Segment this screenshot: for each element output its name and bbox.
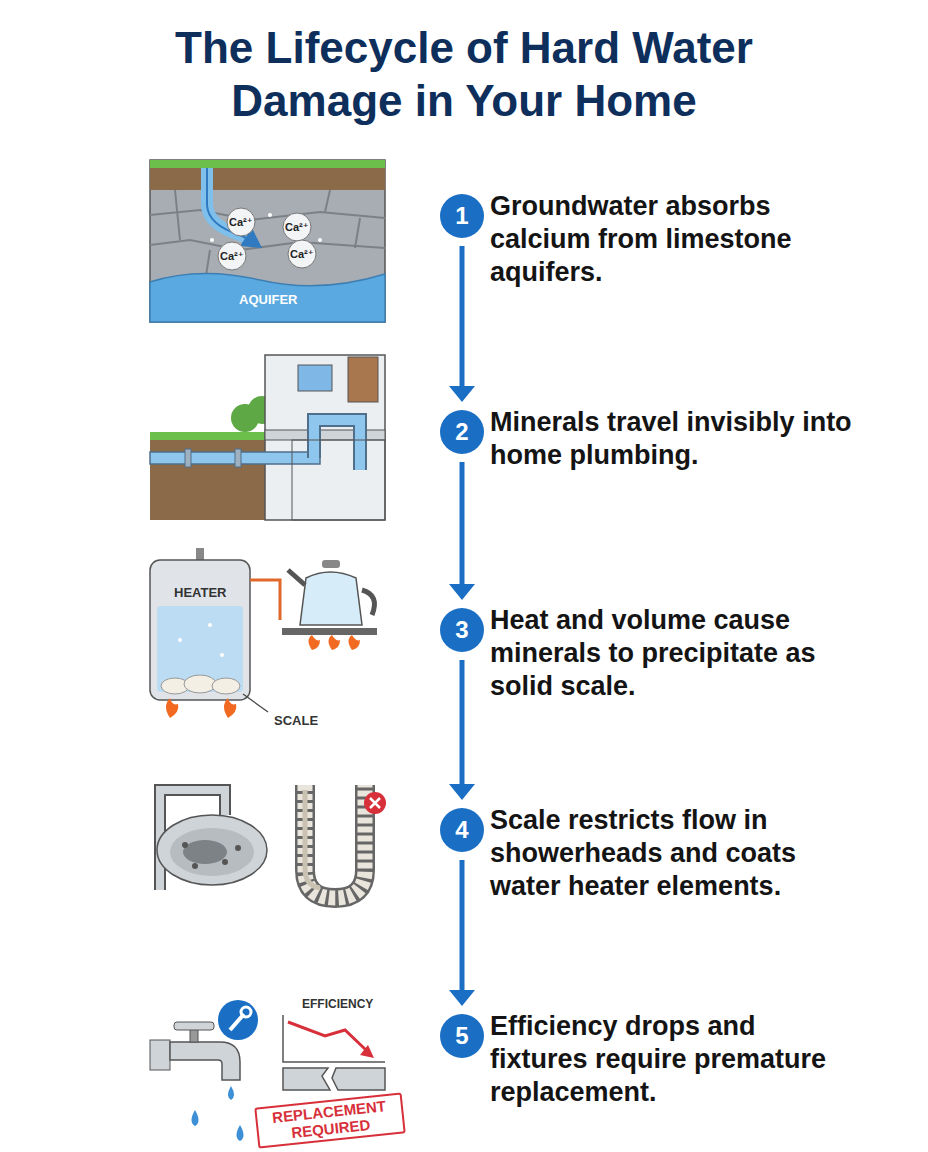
arrow-head [449, 584, 475, 600]
stamp-label: REPLACEMENT REQUIRED [254, 1092, 405, 1148]
step-text: Scale restricts flow in showerheads and … [490, 804, 860, 903]
heater-label: HEATER [174, 585, 226, 600]
step-number: 2 [440, 410, 484, 454]
arrow-shaft [460, 462, 465, 584]
step-number: 1 [440, 194, 484, 238]
arrow-head [449, 784, 475, 800]
step-text: Heat and volume cause minerals to precip… [490, 604, 860, 703]
step-number: 4 [440, 808, 484, 852]
arrow-shaft [460, 860, 465, 990]
ion-label: Ca²⁺ [290, 248, 314, 261]
flow-arrow [449, 246, 475, 402]
step-circle: 4Scale restricts flow in showerheads and… [440, 808, 484, 852]
scale-illustration [157, 785, 386, 898]
step-number: 5 [440, 1014, 484, 1058]
step-circle: 1Groundwater absorbs calcium from limest… [440, 194, 484, 238]
step-text: Groundwater absorbs calcium from limesto… [490, 190, 860, 289]
arrow-shaft [460, 660, 465, 784]
ion-label: Ca²⁺ [285, 221, 309, 234]
arrow-head [449, 990, 475, 1006]
heater-illustration [150, 548, 377, 718]
aquifer-illustration [150, 160, 385, 322]
diagram-title: The Lifecycle of Hard Water Damage in Yo… [114, 22, 814, 128]
step-circle: 2Minerals travel invisibly into home plu… [440, 410, 484, 454]
ion-label: Ca²⁺ [229, 216, 253, 229]
flow-arrow [449, 860, 475, 1006]
flow-arrow [449, 660, 475, 800]
arrow-head [449, 386, 475, 402]
step-circle: 5Efficiency drops and fixtures require p… [440, 1014, 484, 1058]
flow-arrow [449, 462, 475, 600]
scale-label: SCALE [274, 713, 318, 728]
step-number: 3 [440, 608, 484, 652]
efficiency-label: EFFICIENCY [302, 997, 373, 1011]
plumbing-illustration [150, 355, 385, 520]
arrow-shaft [460, 246, 465, 386]
step-circle: 3Heat and volume cause minerals to preci… [440, 608, 484, 652]
step-text: Efficiency drops and fixtures require pr… [490, 1010, 860, 1109]
ion-label: Ca²⁺ [220, 250, 244, 263]
aquifer-label: AQUIFER [239, 292, 298, 307]
step-text: Minerals travel invisibly into home plum… [490, 406, 860, 472]
